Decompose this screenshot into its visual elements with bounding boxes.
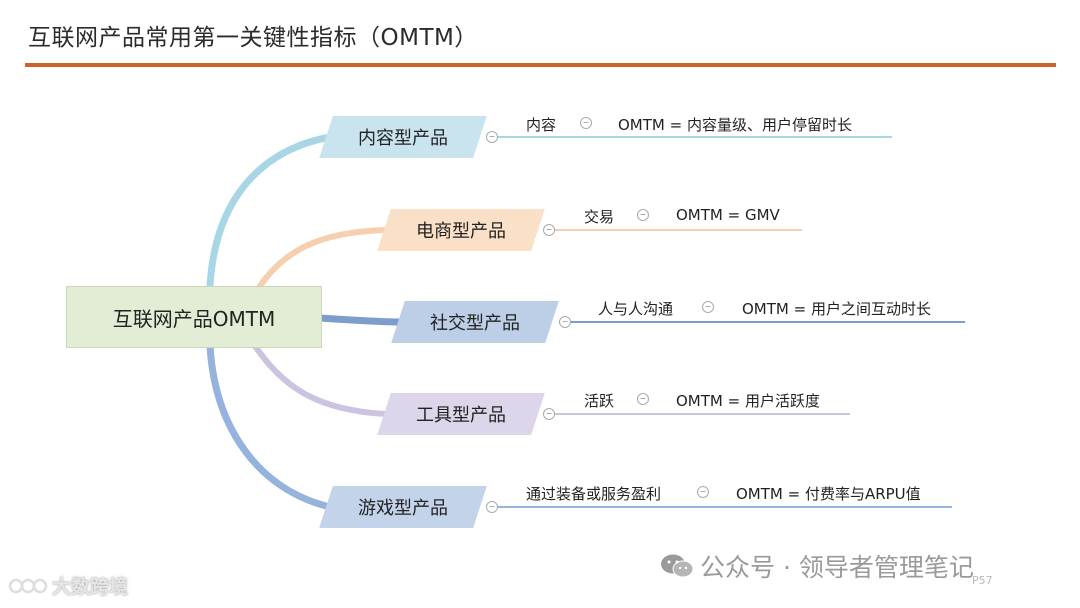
connector-game — [206, 342, 334, 511]
connector-content — [206, 133, 334, 290]
collapse-toggle-icon[interactable]: − — [697, 486, 709, 498]
branch-tool: 工具型产品 — [377, 393, 545, 435]
watermark: 公众号 · 领导者管理笔记 — [660, 548, 974, 584]
leaf-right: OMTM = 用户活跃度 — [676, 392, 820, 410]
title-divider — [25, 63, 1056, 67]
connector-social — [316, 314, 404, 326]
logo-icon — [8, 578, 48, 593]
leaf-left: 活跃 — [584, 392, 615, 410]
collapse-toggle-icon[interactable]: − — [543, 408, 555, 420]
page-title: 互联网产品常用第一关键性指标（OMTM） — [28, 25, 478, 51]
collapse-toggle-icon[interactable]: − — [637, 393, 649, 405]
leaf-right: OMTM = 内容量级、用户停留时长 — [618, 116, 852, 134]
branch-social: 社交型产品 — [391, 301, 559, 343]
branch-ecommerce: 电商型产品 — [377, 209, 545, 251]
leaf-right: OMTM = 用户之间互动时长 — [742, 300, 931, 318]
branch-label: 工具型产品 — [416, 405, 506, 426]
connector-ecommerce — [257, 227, 388, 289]
leaf-left: 内容 — [526, 116, 557, 134]
wechat-icon — [661, 554, 694, 578]
branch-label: 游戏型产品 — [358, 498, 448, 519]
root-label: 互联网产品OMTM — [112, 306, 276, 331]
leaf-left: 交易 — [584, 208, 615, 226]
branch-game: 游戏型产品 — [319, 486, 487, 528]
branch-label: 内容型产品 — [358, 128, 448, 149]
branch-label: 社交型产品 — [430, 313, 520, 334]
logo: 大数跨境 — [8, 572, 128, 599]
collapse-toggle-icon[interactable]: − — [486, 501, 498, 513]
leaf-left: 人与人沟通 — [598, 300, 674, 318]
collapse-toggle-icon[interactable]: − — [543, 224, 555, 236]
collapse-toggle-icon[interactable]: − — [702, 301, 714, 313]
collapse-toggle-icon[interactable]: − — [559, 316, 571, 328]
leaf-left: 通过装备或服务盈利 — [526, 485, 662, 503]
collapse-toggle-icon[interactable]: − — [580, 117, 592, 129]
branch-label: 电商型产品 — [416, 221, 506, 242]
connector-tool — [252, 343, 388, 417]
root-node: 互联网产品OMTM — [66, 286, 322, 348]
branch-content: 内容型产品 — [319, 116, 487, 158]
collapse-toggle-icon[interactable]: − — [637, 209, 649, 221]
logo-text: 大数跨境 — [52, 576, 129, 598]
watermark-text: 公众号 · 领导者管理笔记 — [700, 553, 974, 582]
leaf-right: OMTM = 付费率与ARPU值 — [736, 485, 921, 503]
collapse-toggle-icon[interactable]: − — [486, 131, 498, 143]
page-number: P57 — [972, 574, 993, 587]
leaf-right: OMTM = GMV — [676, 206, 780, 224]
